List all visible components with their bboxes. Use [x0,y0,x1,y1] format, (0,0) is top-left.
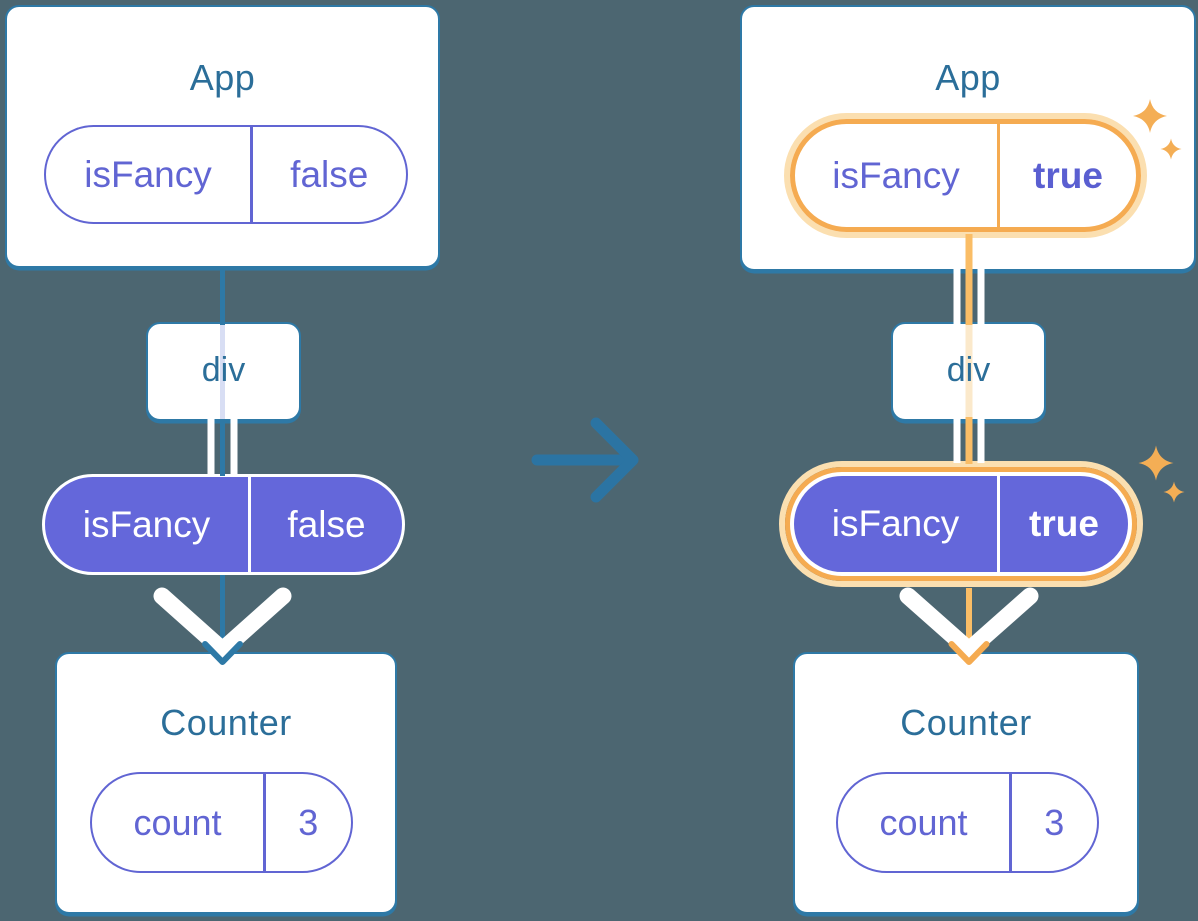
app-card-left: App isFancy false [5,5,440,268]
state-value-label: 3 [1044,801,1065,843]
pass-chevron-white-left [153,587,292,659]
pill-divider [250,127,253,222]
counter-title-left: Counter [160,702,292,743]
div-label-right: div [946,351,991,389]
prop-value-label: true [1033,154,1103,196]
prop-value-label: false [287,503,366,545]
app-title-left: App [189,57,256,98]
prop-name-label: isFancy [831,503,960,544]
state-name-label: count [133,801,222,843]
div-label-left: div [201,351,246,389]
prop-pill-app-left: isFancy false [44,125,408,224]
prop-pill-passed-left: isFancy false [42,474,405,575]
sparkle-icon-pill-small [1163,481,1185,503]
prop-name-label: isFancy [82,503,211,545]
pill-divider [997,124,1000,227]
pill-divider [248,477,251,572]
div-box-left: div [146,322,301,421]
state-pill-counter-left: count 3 [90,772,353,873]
pill-divider [263,774,266,871]
app-title-right: App [935,57,1001,98]
pill-divider [997,476,1000,572]
state-name-label: count [879,801,968,843]
state-pill-counter-right: count 3 [836,772,1099,873]
arrow-head [590,417,639,503]
div-box-right: div [891,322,1046,421]
counter-card-left: Counter count 3 [55,652,397,914]
highlight-ring: isFancy true [785,467,1137,581]
sparkle-icon-pill-large [1138,445,1174,481]
highlight-ring: isFancy true [790,119,1141,232]
prop-pill-passed-right-highlighted: isFancy true [779,461,1143,587]
state-value-label: 3 [298,801,319,843]
prop-pill-app-right-highlighted: isFancy true [784,113,1147,238]
counter-card-right: Counter count 3 [793,652,1139,914]
prop-value-label: true [1029,503,1099,544]
pass-chevron-white-right [899,587,1039,659]
purple-pill-core: isFancy true [794,476,1128,572]
prop-name-label: isFancy [84,153,212,195]
pill-divider [1009,774,1012,871]
prop-value-label: false [290,153,369,195]
prop-name-label: isFancy [832,154,960,196]
counter-title-right: Counter [900,702,1032,743]
transition-arrow-icon [531,417,639,503]
